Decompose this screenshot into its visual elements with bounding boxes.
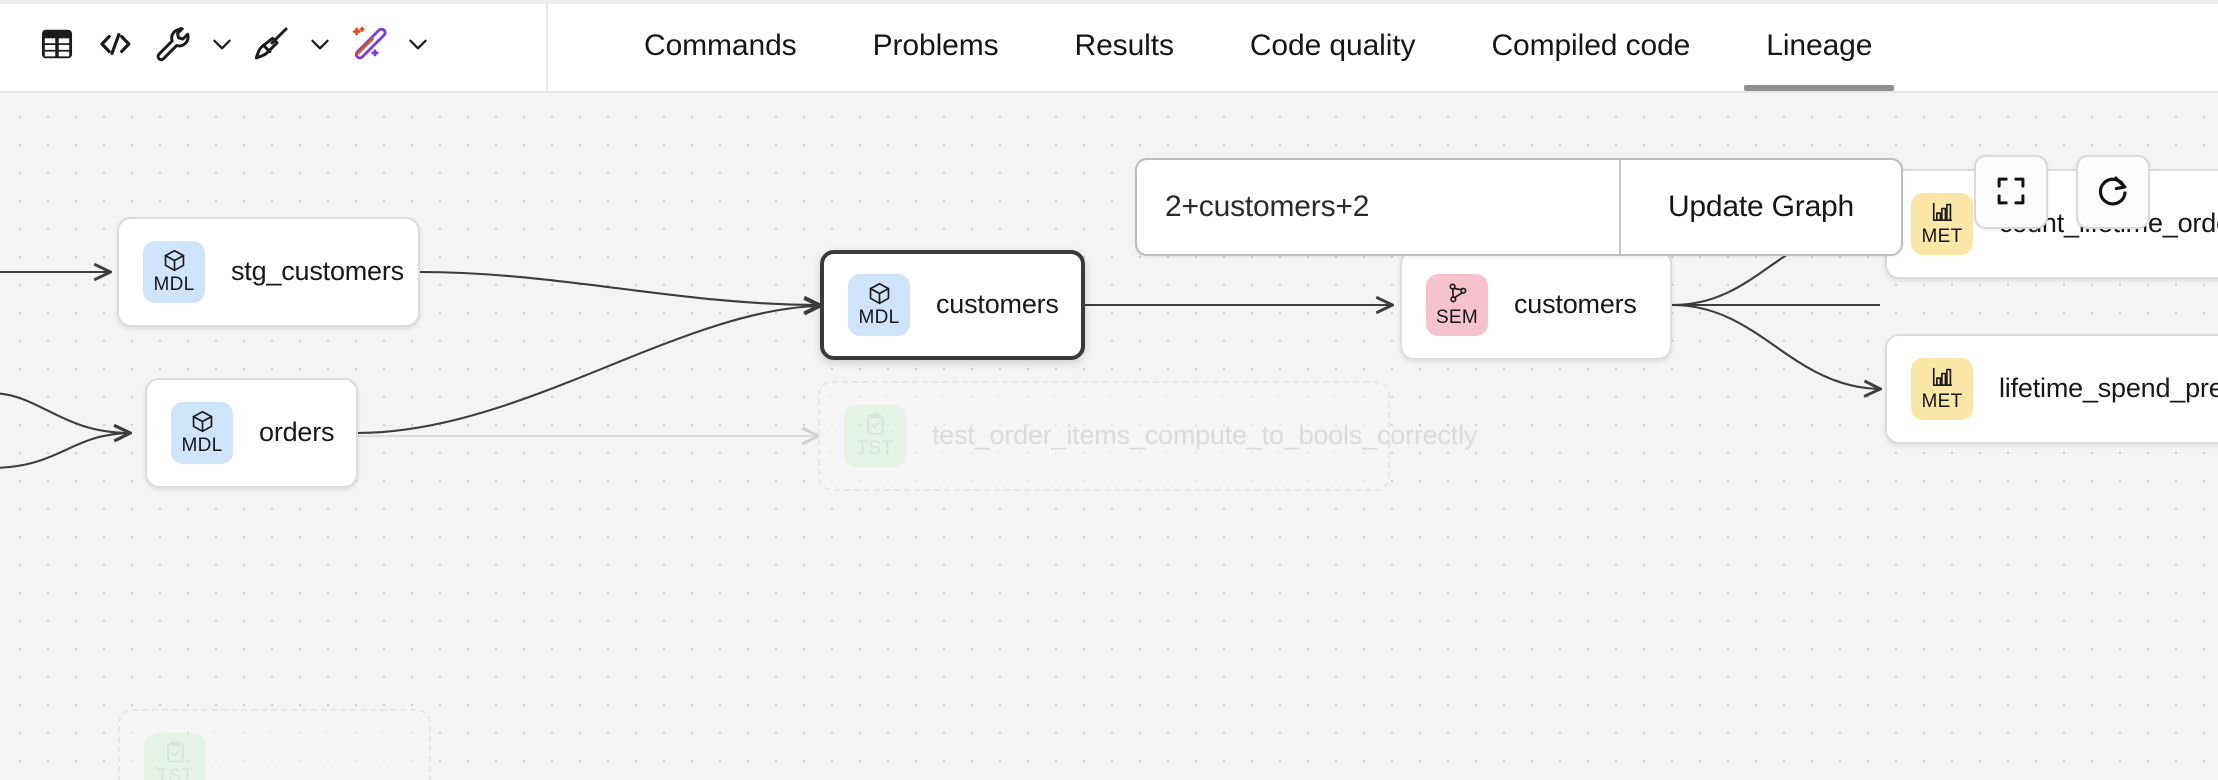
table-view-icon	[38, 25, 76, 66]
code-view-icon	[95, 24, 135, 67]
broom-dropdown-button[interactable]	[300, 17, 340, 75]
editor-header: Commands Problems Results Code quality C…	[0, 0, 2218, 93]
magic-wand-dropdown-button[interactable]	[398, 17, 438, 75]
node-type-label: SEM	[1435, 307, 1479, 328]
lineage-canvas[interactable]: MDL stg_customers MDL orders	[0, 93, 2218, 780]
semantic-graph-icon	[1445, 281, 1470, 306]
broom-icon	[251, 24, 291, 67]
node-label: stg_customers	[231, 256, 404, 287]
tab-commands[interactable]: Commands	[644, 28, 797, 62]
node-type-badge-tst: TST	[844, 405, 906, 467]
tab-problems[interactable]: Problems	[872, 28, 999, 62]
node-type-badge-met: MET	[1911, 193, 1973, 255]
update-graph-button[interactable]: Update Graph	[1619, 160, 1901, 254]
node-type-label: MET	[1921, 226, 1963, 247]
node-type-label: MET	[1921, 391, 1963, 412]
node-label: orders	[259, 417, 335, 448]
editor-toolbar	[0, 0, 548, 91]
node-type-badge-sem: SEM	[1426, 274, 1488, 336]
node-label: lifetime_spend_preta	[1999, 373, 2218, 404]
wrench-button[interactable]	[144, 17, 202, 75]
editor-tabs: Commands Problems Results Code quality C…	[548, 0, 2218, 91]
refresh-button[interactable]	[2076, 155, 2150, 229]
wrench-dropdown-button[interactable]	[202, 17, 242, 75]
edge-stg-to-customers	[419, 270, 820, 305]
bar-chart-icon	[1930, 200, 1955, 225]
graph-node-lifetime-spend-pretax[interactable]: MET lifetime_spend_preta	[1885, 334, 2218, 444]
tab-lineage[interactable]: Lineage	[1728, 0, 1910, 91]
node-type-label: MDL	[858, 307, 900, 328]
node-type-badge-mdl: MDL	[143, 241, 205, 303]
graph-node-test-order-items: TST test_order_items_compute_to_bools_co…	[818, 381, 1478, 491]
cube-icon	[867, 281, 892, 306]
node-label: test_order_items_compute_to_bools_correc…	[932, 420, 1478, 451]
chevron-down-icon	[405, 31, 431, 60]
magic-wand-icon	[349, 24, 389, 67]
canvas-controls	[1974, 155, 2150, 229]
graph-node-stg-customers[interactable]: MDL stg_customers	[117, 217, 420, 327]
code-view-button[interactable]	[86, 17, 144, 75]
node-type-label: MDL	[181, 435, 223, 456]
broom-button[interactable]	[242, 17, 300, 75]
edge-in-orders-b	[0, 433, 130, 469]
node-type-label: TST	[856, 438, 894, 459]
fit-view-icon	[1994, 174, 2028, 211]
node-label: customers	[936, 289, 1059, 320]
wrench-icon	[153, 24, 193, 67]
bar-chart-icon	[1930, 365, 1955, 390]
node-type-label: MDL	[153, 274, 195, 295]
node-type-badge-tst: TST	[144, 733, 206, 780]
graph-node-customers-model[interactable]: MDL customers	[820, 250, 1085, 360]
refresh-icon	[2095, 173, 2131, 212]
node-type-badge-met: MET	[1911, 358, 1973, 420]
graph-node-count-lifetime-orders[interactable]: MET count_lifetime_order	[1885, 169, 2218, 279]
edge-in-orders-a	[0, 392, 130, 433]
node-type-label: TST	[156, 766, 194, 780]
tab-compiled-code[interactable]: Compiled code	[1491, 28, 1691, 62]
edge-orders-to-customers	[357, 306, 820, 435]
magic-wand-button[interactable]	[340, 17, 398, 75]
chevron-down-icon	[209, 31, 235, 60]
wrench-tool-group	[144, 17, 242, 75]
fit-view-button[interactable]	[1974, 155, 2048, 229]
graph-node-customers-semantic[interactable]: SEM customers	[1400, 250, 1672, 360]
node-label: customers	[1514, 289, 1637, 320]
lineage-search-input[interactable]	[1137, 160, 1619, 254]
magic-wand-tool-group	[340, 17, 438, 75]
lineage-search-bar: Update Graph	[1135, 158, 1903, 256]
edge-sem-to-lifetime-spend	[1671, 303, 1880, 389]
tab-code-quality[interactable]: Code quality	[1249, 28, 1416, 62]
clipboard-check-icon	[863, 412, 888, 437]
graph-node-orders[interactable]: MDL orders	[145, 378, 358, 488]
clipboard-check-icon	[163, 740, 188, 765]
graph-node-test-partial: TST	[118, 709, 431, 780]
cube-icon	[190, 409, 215, 434]
cube-icon	[162, 248, 187, 273]
node-type-badge-mdl: MDL	[171, 402, 233, 464]
chevron-down-icon	[307, 31, 333, 60]
broom-tool-group	[242, 17, 340, 75]
node-type-badge-mdl: MDL	[848, 274, 910, 336]
table-view-button[interactable]	[28, 17, 86, 75]
tab-results[interactable]: Results	[1074, 28, 1174, 62]
